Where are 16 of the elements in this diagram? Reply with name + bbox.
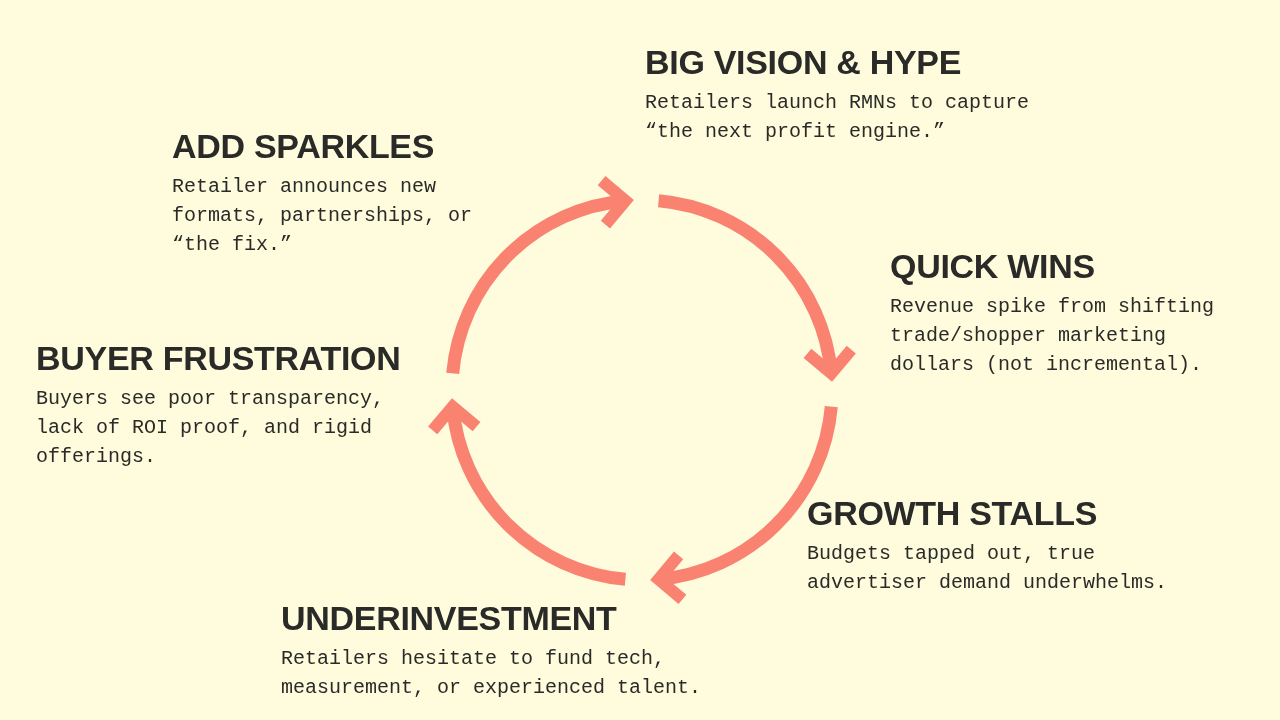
stage-heading: BUYER FRUSTRATION — [36, 338, 397, 378]
cycle-arrow — [446, 176, 632, 375]
stage-heading: QUICK WINS — [890, 246, 1096, 286]
stage-description: Budgets tapped out, true advertiser demand underwhelms. — [807, 541, 1169, 596]
cycle-arrow — [428, 400, 627, 586]
stage-heading: ADD SPARKLES — [172, 126, 436, 166]
cycle-arrow — [652, 405, 838, 604]
stage-heading: UNDERINVESTMENT — [281, 598, 618, 638]
cycle-arrow — [657, 194, 856, 380]
stage-description: Revenue spike from shifting trade/shopper marketing dollars (not incremental). — [890, 294, 1216, 378]
stage-heading: GROWTH STALLS — [807, 493, 1099, 533]
stage-description: Retailers launch RMNs to capture “the next profit engine.” — [645, 90, 1031, 145]
stage-description: Retailers hesitate to fund tech, measurement, or experienced talent. — [281, 646, 703, 701]
stage-description: Buyers see poor transparency, lack of ROI proof, and rigid offerings. — [36, 386, 386, 470]
stage-heading: BIG VISION & HYPE — [645, 42, 963, 82]
stage-description: Retailer announces new formats, partnerships, or “the fix.” — [172, 174, 474, 258]
